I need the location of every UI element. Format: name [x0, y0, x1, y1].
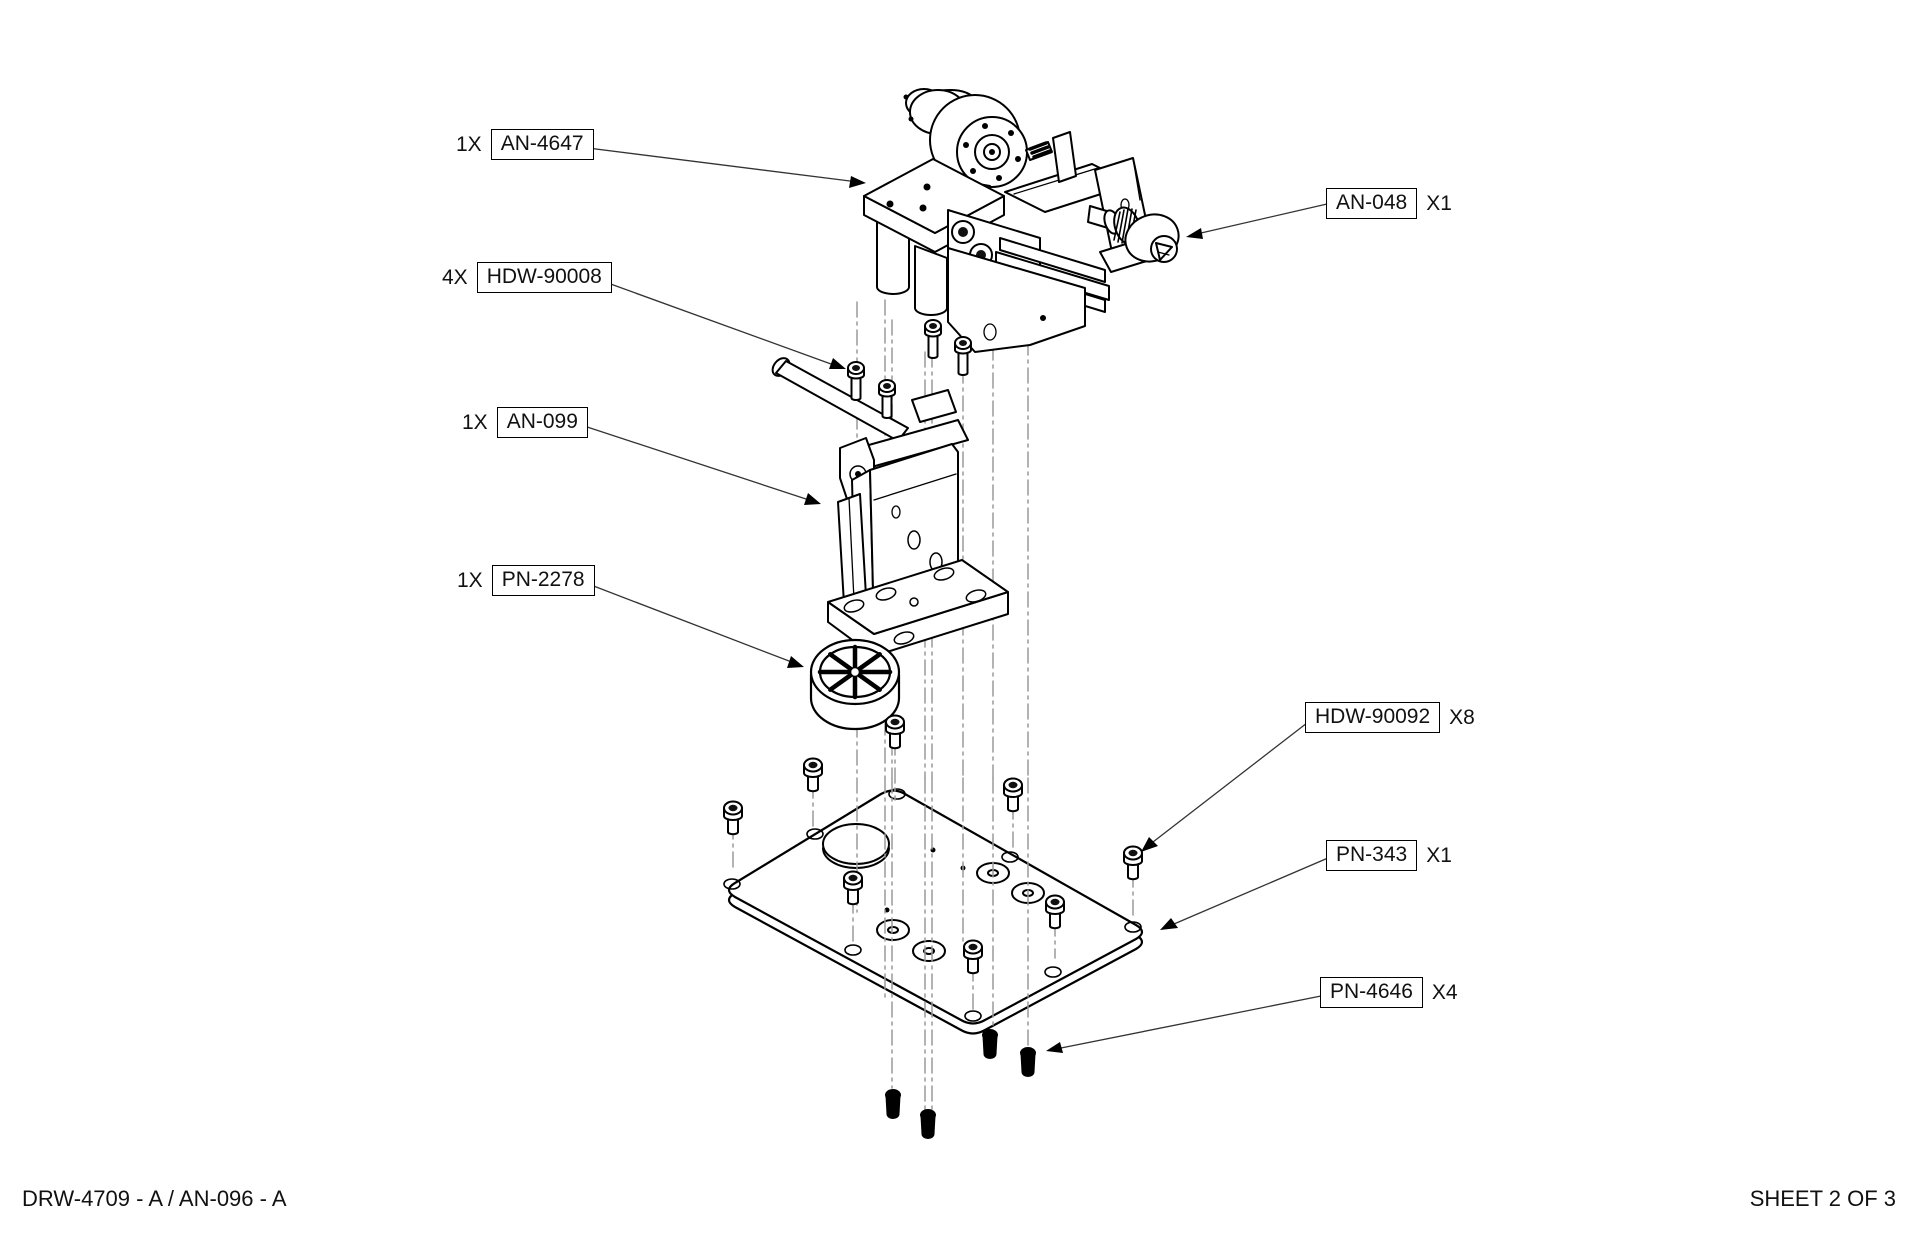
base-plate-pn343 — [723, 788, 1144, 1035]
pins-pn4646 — [885, 1029, 1036, 1139]
callout-qty: 1X — [462, 410, 488, 434]
callout-part-box: PN-343 — [1326, 840, 1418, 871]
callout-qty: X8 — [1449, 705, 1475, 729]
callout-qty: 4X — [442, 265, 468, 289]
callout-qty: 1X — [457, 568, 483, 592]
callout-an-099: 1X AN-099 — [462, 407, 588, 438]
callout-qty: 1X — [456, 132, 482, 156]
callout-part-box: HDW-90008 — [476, 262, 612, 293]
callout-pn-2278: 1X PN-2278 — [457, 565, 595, 596]
callout-an-048: AN-048 X1 — [1326, 188, 1452, 219]
leader-lines — [574, 146, 1329, 1049]
top-assembly-an4647 — [863, 88, 1177, 353]
callout-part-box: AN-048 — [1326, 188, 1418, 219]
callout-hdw-90092: HDW-90092 X8 — [1305, 702, 1475, 733]
callout-pn-4646: PN-4646 X4 — [1320, 977, 1458, 1008]
callout-part-box: PN-2278 — [491, 565, 595, 596]
callout-part-box: AN-099 — [496, 407, 588, 438]
leader-arrowheads — [787, 176, 1203, 1053]
press-assembly-an099 — [771, 357, 1009, 657]
callout-part-box: PN-4646 — [1320, 977, 1423, 1008]
callout-qty: X4 — [1431, 980, 1458, 1004]
sheet-number: SHEET 2 OF 3 — [1749, 1186, 1896, 1211]
callout-pn-343: PN-343 X1 — [1326, 840, 1452, 871]
callout-qty: X1 — [1426, 843, 1452, 867]
knob-an048 — [1087, 205, 1180, 263]
callout-an-4647: 1X AN-4647 — [456, 129, 594, 160]
handwheel-pn2278 — [809, 638, 901, 731]
callout-part-box: AN-4647 — [490, 129, 594, 160]
drawing-number: DRW-4709 - A / AN-096 - A — [22, 1186, 287, 1211]
callout-qty: X1 — [1426, 191, 1452, 215]
callout-part-box: HDW-90092 — [1305, 702, 1441, 733]
callout-hdw-90008: 4X HDW-90008 — [442, 262, 612, 293]
